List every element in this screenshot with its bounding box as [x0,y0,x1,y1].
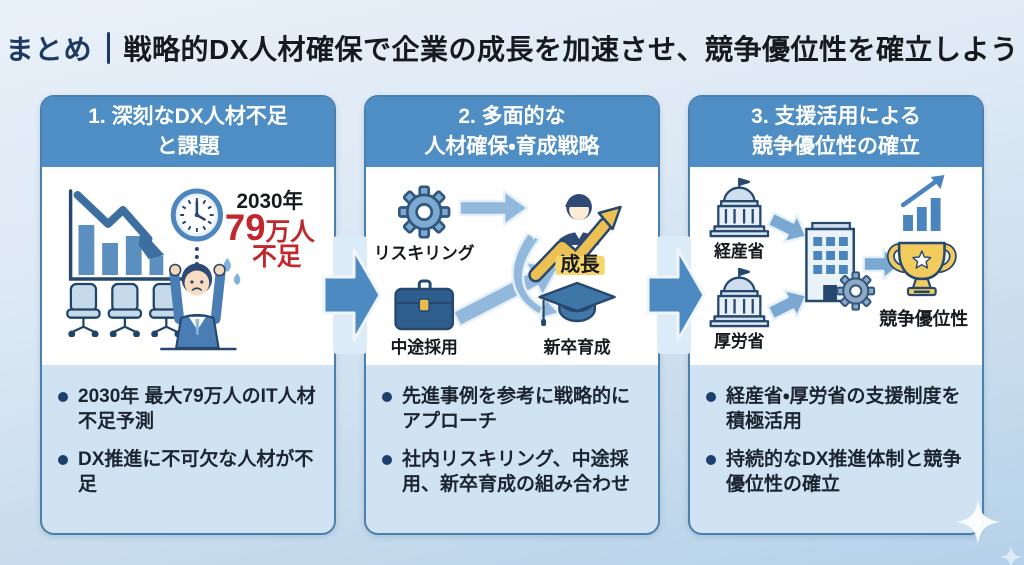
bullet-dot [58,455,68,466]
panel-3-header: 3. 支援活用による 競争優位性の確立 [690,97,982,167]
graduation-cap-icon [538,281,616,326]
bullet-item: 持続的なDX推進体制と競争優位性の確立 [706,447,968,497]
panel-competitive-advantage: 3. 支援活用による 競争優位性の確立 経産省 厚労省 [688,95,984,535]
bullet-item: 社内リスキリング、中途採用、新卒育成の組み合わせ [382,447,644,497]
panel-2-bullets: 先進事例を参考に戦略的にアプローチ 社内リスキリング、中途採用、新卒育成の組み合… [366,365,658,497]
bullet-text: 先進事例を参考に戦略的にアプローチ [402,386,631,433]
bullet-text: 持続的なDX推進体制と競争優位性の確立 [726,449,962,496]
growth-highlight [555,256,605,275]
declining-bar-chart-icon [68,189,190,281]
gear-icon [836,271,876,311]
bullet-item: DX推進に不可欠な人材が不足 [58,447,320,497]
government-building-mhlw-icon [709,267,770,328]
panel-3-heading-line2: 競争優位性の確立 [752,135,920,158]
bullet-text: DX推進に不可欠な人材が不足 [78,449,314,496]
mhlw-label: 厚労省 [714,331,764,351]
bullet-item: 先進事例を参考に戦略的にアプローチ [382,384,644,434]
bullet-text: 社内リスキリング、中途採用、新卒育成の組み合わせ [402,449,631,496]
panel-2-header: 2. 多面的な 人材確保・育成戦略 [366,97,658,167]
shortage-callout: 2030年 79万人 不足 [225,189,315,271]
bullet-item: 2030年 最大79万人のIT人材不足予測 [58,384,320,434]
shortage-word-label: 不足 [252,244,301,271]
panel-2-heading-line2: 人材確保・育成戦略 [424,135,600,158]
title-tag: まとめ [5,34,93,65]
stressed-businessman-icon [160,258,241,351]
panel-1-illustration: 2030年 79万人 不足 [42,167,334,365]
new-grad-label: 新卒育成 [543,337,611,357]
bullet-item: 経産省・厚労省の支援制度を積極活用 [706,384,968,434]
trophy-icon [886,241,957,297]
bullet-text: 経産省・厚労省の支援制度を積極活用 [726,386,961,433]
panel-dx-shortage: 1. 深刻なDX人材不足 と課題 [40,95,336,535]
growth-label: 成長 [560,253,600,276]
shortage-number-label: 79万人 [225,207,315,248]
briefcase-icon [394,279,455,331]
page-title: まとめ 戦略的DX人材確保で企業の成長を加速させ、競争優位性を確立しよう [0,28,1024,68]
panel-1-bullets: 2030年 最大79万人のIT人材不足予測 DX推進に不可欠な人材が不足 [42,365,334,497]
sparkle-icon [956,500,1000,544]
sparkle-small-icon [1000,546,1022,565]
clock-icon [170,188,224,266]
rising-chart-icon [900,175,945,231]
mid-career-label: 中途採用 [391,337,458,357]
reskilling-label: リスキリング [374,243,475,263]
title-text: 戦略的DX人材確保で企業の成長を加速させ、競争優位性を確立しよう [123,34,1019,65]
bullet-text: 2030年 最大79万人のIT人材不足予測 [78,386,316,433]
advantage-label: 競争優位性 [878,308,968,329]
bullet-dot [382,392,392,402]
growth-arrow-icon [525,191,627,283]
panel-arrow-icon [646,236,706,354]
panel-1-heading-line1: 1. 深刻なDX人材不足 [88,104,288,128]
bullet-dot [706,392,716,402]
panel-2-illustration: リスキリング 中途採用 [366,167,658,365]
panel-arrow-icon [322,236,382,354]
shortage-year-label: 2030年 [236,189,303,213]
government-building-meti-icon [709,177,770,238]
title-divider [106,32,110,64]
meti-label: 経産省 [713,241,764,261]
panel-2-heading-line1: 2. 多面的な [458,104,566,128]
bullet-dot [382,455,392,466]
empty-office-chairs-icon [66,282,184,337]
panel-1-heading-line2: と課題 [156,135,220,158]
gear-icon [397,185,451,239]
panel-3-heading-line1: 3. 支援活用による [751,104,921,128]
panel-talent-strategy: 2. 多面的な 人材確保・育成戦略 リスキリング 中途採用 [364,95,660,535]
panel-3-illustration: 経産省 厚労省 [690,167,982,365]
panel-3-bullets: 経産省・厚労省の支援制度を積極活用 持続的なDX推進体制と競争優位性の確立 [690,365,982,497]
panel-1-header: 1. 深刻なDX人材不足 と課題 [42,97,334,167]
bullet-dot [58,392,68,402]
bullet-dot [706,455,716,466]
